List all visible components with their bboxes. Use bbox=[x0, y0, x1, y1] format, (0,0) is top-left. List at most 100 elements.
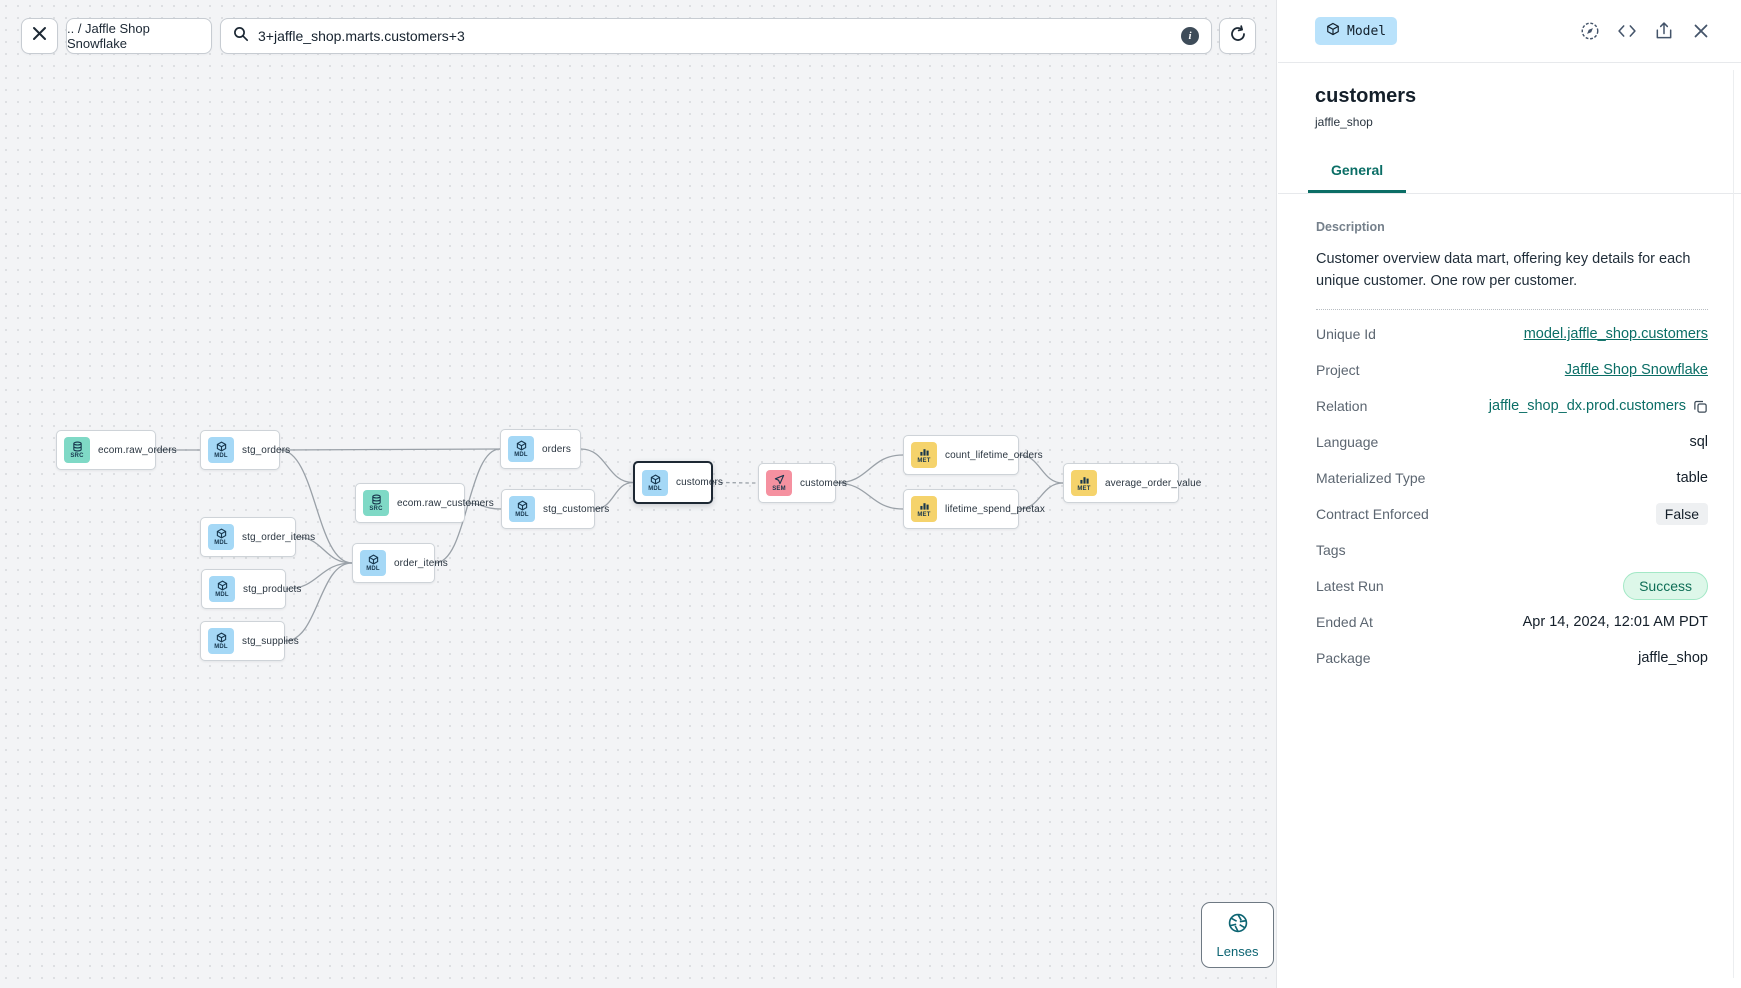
aperture-icon bbox=[1227, 912, 1249, 939]
refresh-button[interactable] bbox=[1219, 18, 1256, 54]
field-label: Tags bbox=[1316, 542, 1346, 558]
cube-icon: MDL bbox=[642, 469, 668, 496]
field-value: False bbox=[1655, 503, 1708, 525]
database-icon: SRC bbox=[64, 437, 90, 463]
field-row: Contract Enforced False bbox=[1316, 496, 1708, 532]
cube-icon: MDL bbox=[509, 496, 535, 522]
details-panel: Model customers jaffle_shop General Desc… bbox=[1278, 0, 1741, 988]
node-label: ecom.raw_customers bbox=[397, 497, 494, 509]
node-label: ecom.raw_orders bbox=[98, 444, 177, 456]
cube-icon: MDL bbox=[208, 437, 234, 463]
field-label: Package bbox=[1316, 650, 1371, 666]
field-value: table bbox=[1676, 470, 1708, 486]
node-label: stg_customers bbox=[543, 503, 610, 515]
edge-customers_semantic-to-lifetime_spend_pretax bbox=[835, 482, 904, 510]
graph-node-count_lifetime_orders[interactable]: MET count_lifetime_orders bbox=[903, 435, 1043, 475]
node-label: order_items bbox=[394, 557, 448, 569]
graph-node-lifetime_spend_pretax[interactable]: MET lifetime_spend_pretax bbox=[903, 489, 1045, 529]
graph-node-ecom_raw_customers[interactable]: SRC ecom.raw_customers bbox=[355, 483, 494, 523]
panel-tabs: General bbox=[1278, 153, 1741, 194]
panel-body: Description Customer overview data mart,… bbox=[1278, 194, 1741, 676]
field-label: Language bbox=[1316, 434, 1379, 450]
description-label: Description bbox=[1316, 220, 1385, 234]
edge-stg_supplies-to-order_items bbox=[284, 562, 353, 642]
graph-node-stg_customers[interactable]: MDL stg_customers bbox=[501, 489, 609, 529]
search-input[interactable] bbox=[258, 28, 1172, 44]
node-label: count_lifetime_orders bbox=[945, 449, 1043, 461]
field-value[interactable]: Jaffle Shop Snowflake bbox=[1564, 362, 1708, 378]
lenses-label: Lenses bbox=[1216, 943, 1259, 959]
info-icon[interactable]: i bbox=[1181, 27, 1199, 45]
code-icon[interactable] bbox=[1617, 21, 1637, 41]
field-value[interactable]: model.jaffle_shop.customers bbox=[1523, 326, 1708, 342]
graph-node-order_items[interactable]: MDL order_items bbox=[352, 543, 448, 583]
edge-layer bbox=[155, 448, 1064, 642]
graph-node-stg_orders[interactable]: MDL stg_orders bbox=[200, 430, 290, 470]
resource-type-badge: Model bbox=[1315, 17, 1398, 45]
search-icon bbox=[233, 26, 249, 47]
close-graph-button[interactable] bbox=[21, 18, 58, 54]
edge-customers_model-to-customers_semantic bbox=[712, 481, 759, 484]
node-label: stg_order_items bbox=[242, 531, 316, 543]
edge-count_lifetime_orders-to-average_order_value bbox=[1018, 454, 1064, 484]
tab-general[interactable]: General bbox=[1308, 153, 1407, 193]
lenses-button[interactable]: Lenses bbox=[1201, 902, 1274, 968]
cube-icon: MDL bbox=[360, 550, 386, 576]
edge-order_items-to-orders bbox=[434, 448, 501, 564]
node-label: lifetime_spend_pretax bbox=[945, 503, 1045, 515]
node-label: customers bbox=[800, 477, 848, 489]
copy-icon[interactable] bbox=[1693, 399, 1708, 414]
node-label: customers bbox=[676, 477, 724, 488]
cube-icon: MDL bbox=[208, 628, 234, 654]
graph-node-customers_model[interactable]: MDL customers bbox=[633, 461, 723, 504]
package-subtitle: jaffle_shop bbox=[1315, 115, 1373, 129]
field-value[interactable]: jaffle_shop_dx.prod.customers bbox=[1488, 398, 1686, 414]
panel-header: Model bbox=[1278, 0, 1741, 63]
edge-customers_semantic-to-count_lifetime_orders bbox=[835, 454, 904, 484]
field-row: Unique Id model.jaffle_shop.customers bbox=[1316, 316, 1708, 352]
refresh-icon bbox=[1229, 24, 1247, 48]
close-icon[interactable] bbox=[1691, 21, 1711, 41]
field-value: sql bbox=[1689, 434, 1708, 450]
edge-orders-to-customers_model bbox=[580, 448, 634, 484]
graph-node-ecom_raw_orders[interactable]: SRC ecom.raw_orders bbox=[56, 430, 177, 470]
graph-node-stg_products[interactable]: MDL stg_products bbox=[201, 569, 301, 609]
database-icon: SRC bbox=[363, 490, 389, 516]
field-row: Package jaffle_shop bbox=[1316, 640, 1708, 676]
field-label: Relation bbox=[1316, 398, 1368, 414]
node-label: average_order_value bbox=[1105, 477, 1202, 489]
cube-icon: MDL bbox=[209, 576, 235, 602]
breadcrumb[interactable]: .. / Jaffle Shop Snowflake bbox=[66, 18, 212, 54]
node-label: stg_products bbox=[243, 583, 302, 595]
field-value: jaffle_shop bbox=[1638, 650, 1708, 666]
field-value: Apr 14, 2024, 12:01 AM PDT bbox=[1522, 614, 1708, 630]
field-row: Materialized Type table bbox=[1316, 460, 1708, 496]
edge-ecom_raw_customers-to-stg_customers bbox=[464, 502, 502, 510]
edge-stg_orders-to-orders bbox=[279, 448, 501, 451]
lineage-selector-box[interactable]: i bbox=[220, 18, 1212, 54]
cube-icon bbox=[1326, 22, 1340, 40]
field-row: Language sql bbox=[1316, 424, 1708, 460]
edge-stg_customers-to-customers_model bbox=[594, 481, 634, 510]
bar-chart-icon: MET bbox=[911, 496, 937, 522]
bar-chart-icon: MET bbox=[911, 442, 937, 468]
field-label: Latest Run bbox=[1316, 578, 1384, 594]
description-text: Customer overview data mart, offering ke… bbox=[1316, 248, 1708, 310]
field-label: Unique Id bbox=[1316, 326, 1376, 342]
export-icon[interactable] bbox=[1654, 21, 1674, 41]
close-icon bbox=[32, 26, 47, 46]
edge-stg_products-to-order_items bbox=[285, 562, 353, 590]
field-label: Contract Enforced bbox=[1316, 506, 1429, 522]
node-label: stg_orders bbox=[242, 444, 291, 456]
field-label: Materialized Type bbox=[1316, 470, 1426, 486]
compass-icon[interactable] bbox=[1580, 21, 1600, 41]
edge-stg_orders-to-order_items bbox=[279, 449, 353, 564]
field-value: Success bbox=[1623, 572, 1708, 600]
